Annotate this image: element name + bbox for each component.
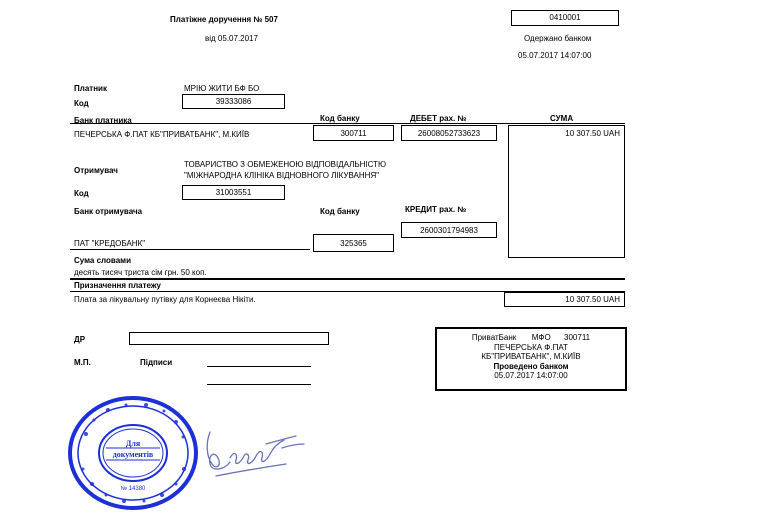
stamp-line2: ПЕЧЕРСЬКА Ф.ПАТ bbox=[494, 342, 568, 352]
stamp-line1: ПриватБанк МФО 300711 bbox=[471, 333, 591, 342]
mp-label: М.П. bbox=[74, 358, 91, 367]
recipient-code-label: Код bbox=[74, 189, 89, 198]
words-text: десять тисяч триста сім грн. 50 коп. bbox=[74, 268, 207, 277]
signature-line-1 bbox=[207, 366, 311, 367]
recipient-name-line2: "МІЖНАРОДНА КЛІНІКА ВІДНОВНОГО ЛІКУВАННЯ… bbox=[184, 171, 380, 180]
divider-line bbox=[70, 278, 625, 280]
purpose-text: Плата за лікувальну путівку для Корнеєва… bbox=[74, 295, 256, 304]
recipient-bank-code-label: Код банку bbox=[320, 207, 360, 216]
divider-line bbox=[70, 249, 310, 250]
document-title: Платіжне доручення № 507 bbox=[170, 15, 278, 24]
payer-bank-name: ПЕЧЕРСЬКА Ф.ПАТ КБ"ПРИВАТБАНК", М.КИЇВ bbox=[74, 130, 250, 139]
dr-box bbox=[129, 332, 329, 345]
payer-label: Платник bbox=[74, 84, 107, 93]
debit-account-box: 26008052733623 bbox=[401, 125, 497, 141]
signature-line-2 bbox=[207, 384, 311, 385]
divider-line bbox=[70, 123, 625, 124]
stamp-line4: Проведено банком bbox=[493, 361, 569, 371]
credit-account-box: 2600301794983 bbox=[401, 222, 497, 238]
doc-code-box: 0410001 bbox=[511, 10, 619, 26]
words-label: Сума словами bbox=[74, 256, 132, 265]
debit-label: ДЕБЕТ рах. № bbox=[410, 114, 467, 123]
signatures-label: Підписи bbox=[140, 358, 173, 367]
recipient-bank-label: Банк отримувача bbox=[74, 207, 143, 216]
seal-center-top: Для bbox=[126, 439, 141, 448]
recipient-bank-code-box: 325365 bbox=[313, 234, 394, 252]
purpose-label: Призначення платежу bbox=[74, 281, 162, 290]
received-label: Одержано банком bbox=[524, 34, 592, 43]
sum-amount: 10 307.50 UAH bbox=[565, 129, 620, 138]
sum-box: 10 307.50 UAH bbox=[508, 125, 625, 258]
recipient-code-box: 31003551 bbox=[182, 185, 285, 200]
seal-code: № 14380 bbox=[121, 485, 146, 492]
seal-center-bottom: документів bbox=[113, 450, 154, 459]
payer-code-box: 39333086 bbox=[182, 94, 285, 109]
purpose-amount-box: 10 307.50 UAH bbox=[504, 292, 625, 307]
document-date: від 05.07.2017 bbox=[205, 34, 258, 43]
recipient-bank-name: ПАТ "КРЕДОБАНК" bbox=[74, 239, 146, 248]
handwritten-signature bbox=[206, 431, 305, 477]
payer-bank-code-box: 300711 bbox=[313, 125, 394, 141]
stamp-line3: КБ"ПРИВАТБАНК", М.КИЇВ bbox=[481, 352, 581, 362]
payer-bank-label: Банк платника bbox=[74, 116, 132, 125]
dr-label: ДР bbox=[74, 335, 86, 344]
payer-code-label: Код bbox=[74, 99, 89, 108]
stamp-line5: 05.07.2017 14:07:00 bbox=[494, 371, 568, 381]
recipient-name-line1: ТОВАРИСТВО З ОБМЕЖЕНОЮ ВІДПОВІДАЛЬНІСТЮ bbox=[184, 160, 387, 169]
divider-line bbox=[70, 291, 625, 292]
credit-label: КРЕДИТ рах. № bbox=[405, 205, 467, 214]
round-seal: Для документів № 14380 bbox=[68, 396, 198, 510]
bank-processed-stamp: ПриватБанк МФО 300711 ПЕЧЕРСЬКА Ф.ПАТ КБ… bbox=[435, 327, 627, 391]
payer-name: МРІЮ ЖИТИ БФ БО bbox=[184, 84, 260, 93]
payer-bank-code-label: Код банку bbox=[320, 114, 360, 123]
sum-label: СУМА bbox=[550, 114, 574, 123]
received-datetime: 05.07.2017 14:07:00 bbox=[518, 51, 592, 60]
recipient-label: Отримувач bbox=[74, 166, 118, 175]
